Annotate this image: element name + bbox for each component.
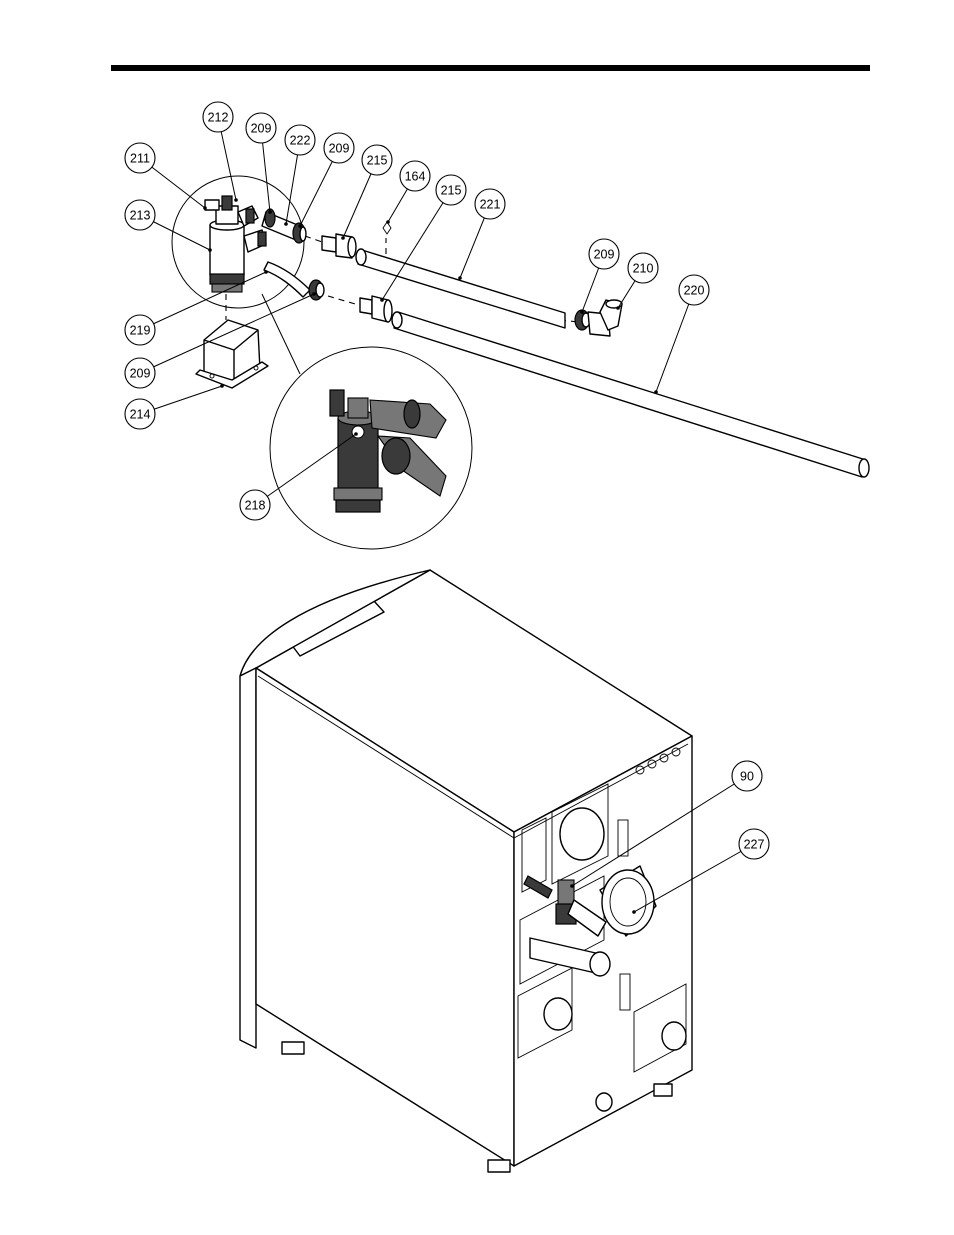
callout-number: 209 — [251, 122, 272, 136]
leader-arrowhead — [234, 198, 238, 202]
exploded-assembly — [172, 176, 869, 549]
callout-221: 221 — [458, 189, 505, 280]
callout-number: 213 — [130, 209, 151, 223]
leader-arrowhead — [284, 222, 288, 226]
leader-arrowhead — [264, 270, 268, 274]
leader-arrowhead — [570, 884, 574, 888]
callout-number: 219 — [130, 324, 151, 338]
leader-arrowhead — [268, 210, 272, 214]
callout-222: 222 — [284, 125, 315, 226]
callout-210: 210 — [616, 253, 658, 310]
header-rule — [111, 65, 870, 71]
callout-number: 221 — [480, 198, 501, 212]
callout-number: 90 — [740, 770, 754, 784]
callout-number: 210 — [633, 262, 654, 276]
callout-220: 220 — [654, 275, 709, 394]
leader-arrowhead — [654, 390, 658, 394]
filter-detail-view — [330, 390, 446, 512]
callout-number: 209 — [329, 142, 350, 156]
hose-219 — [264, 262, 310, 297]
callout-164: 164 — [386, 161, 430, 224]
leader-arrowhead — [312, 292, 316, 296]
leader-arrowhead — [386, 220, 390, 224]
callout-number: 227 — [744, 838, 765, 852]
leader-arrowhead — [616, 306, 620, 310]
callout-number: 214 — [130, 408, 151, 422]
callout-number: 209 — [594, 248, 615, 262]
leader-arrowhead — [220, 384, 224, 388]
callout-number: 211 — [130, 152, 150, 166]
leader-arrowhead — [341, 236, 345, 240]
callout-214: 214 — [125, 384, 224, 429]
leader-line — [140, 272, 266, 330]
callout-number: 218 — [245, 499, 266, 513]
leader-line — [656, 290, 694, 392]
callout-212: 212 — [203, 102, 238, 202]
boiler-cabinet — [240, 570, 692, 1172]
callout-number: 215 — [367, 154, 388, 168]
callout-209: 209 — [246, 113, 276, 214]
callout-213: 213 — [125, 200, 212, 252]
union-209-lower — [309, 280, 324, 300]
leader-arrowhead — [632, 910, 636, 914]
callout-number: 212 — [208, 111, 229, 125]
adapter-215-lower — [360, 296, 392, 322]
leader-arrowhead — [354, 432, 358, 436]
callout-number: 222 — [290, 134, 311, 148]
bracket-214 — [196, 320, 268, 388]
leader-arrowhead — [380, 298, 384, 302]
leader-arrowhead — [580, 310, 584, 314]
adapter-215-upper — [322, 234, 356, 258]
condensate-filter — [205, 196, 266, 292]
leader-arrowhead — [203, 206, 207, 210]
leader-arrowhead — [208, 248, 212, 252]
pipe-220 — [392, 312, 869, 477]
leader-arrowhead — [298, 224, 302, 228]
clip-164 — [383, 222, 391, 234]
elbow-210 — [588, 300, 622, 336]
callout-number: 164 — [405, 170, 426, 184]
callout-number: 220 — [684, 284, 705, 298]
callout-number: 215 — [441, 184, 462, 198]
callout-number: 209 — [130, 367, 151, 381]
leader-arrowhead — [458, 276, 462, 280]
